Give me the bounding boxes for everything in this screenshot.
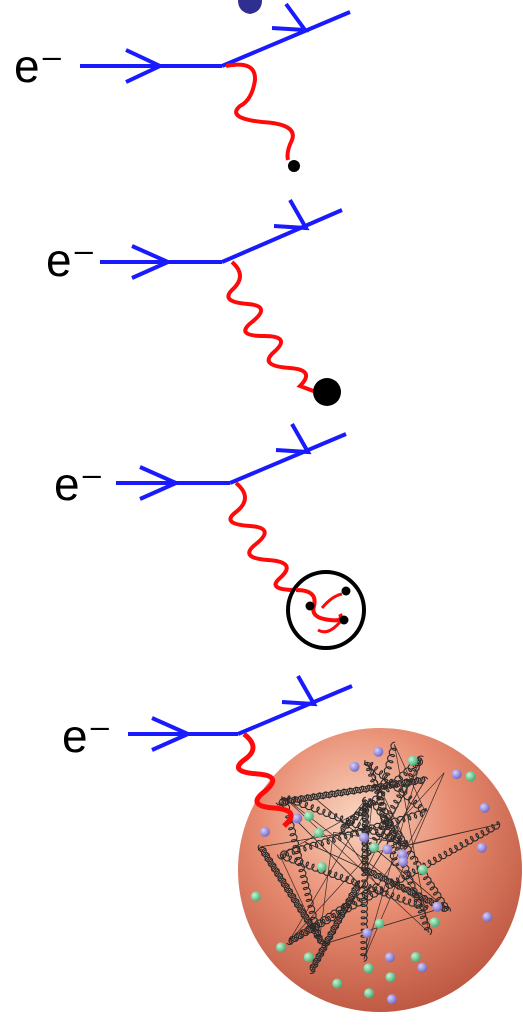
gluon-line xyxy=(340,799,366,831)
quark-purple-icon xyxy=(398,856,409,867)
gluon-spring xyxy=(281,795,408,846)
quark-green-icon xyxy=(465,771,476,782)
photon-wave-icon xyxy=(226,260,317,394)
gluon-line xyxy=(394,744,430,933)
gluon-spring xyxy=(365,756,424,857)
quark-green-icon xyxy=(374,918,385,929)
electron-arrow-icon xyxy=(271,2,310,33)
quark-dot xyxy=(305,601,315,611)
quark-purple-icon xyxy=(482,912,493,922)
quark-purple-icon xyxy=(359,832,369,843)
gluon-spring xyxy=(280,797,323,944)
quark-green-icon xyxy=(313,827,324,838)
panel-proton-sphere: e⁻ xyxy=(62,675,522,1012)
gluon-spring xyxy=(277,853,429,911)
quark-purple-icon xyxy=(292,813,303,824)
quark-green-icon xyxy=(417,864,428,875)
electron-label: e⁻ xyxy=(54,458,104,510)
gluon-line xyxy=(317,800,449,911)
electron-arrow-icon xyxy=(275,423,312,455)
gluon-spring xyxy=(309,880,360,973)
electron-label: e⁻ xyxy=(14,40,64,92)
electron-line xyxy=(80,2,351,84)
panel-quark-ring: e⁻ xyxy=(54,423,366,650)
quark-green-icon xyxy=(407,755,418,766)
quark-purple-icon xyxy=(451,769,462,780)
gluon-spring xyxy=(258,846,327,947)
gluon-spring xyxy=(278,776,429,807)
quark-purple-icon xyxy=(476,842,487,853)
electron-line xyxy=(100,199,343,280)
gluon-line xyxy=(319,832,334,941)
photon-wave-icon xyxy=(225,62,295,161)
electron-arrow-icon xyxy=(125,48,165,84)
quark-cloud xyxy=(250,746,493,1005)
quark-green-icon xyxy=(363,963,374,974)
panel-dot: e⁻ xyxy=(46,199,343,406)
gluon-network xyxy=(257,741,501,975)
title-fragment xyxy=(238,0,262,14)
electron-arrow-icon xyxy=(151,716,193,752)
quark-green-icon xyxy=(410,952,421,962)
electron-arrow-icon xyxy=(139,465,181,501)
quark-green-icon xyxy=(332,978,343,989)
target-dot-icon xyxy=(313,378,341,406)
electron-arrow-icon xyxy=(281,675,318,707)
gluon-spring xyxy=(275,776,426,806)
photon-wave-icon xyxy=(228,481,297,592)
quark-green-icon xyxy=(369,842,380,853)
electron-line xyxy=(116,423,347,501)
gluon-spring xyxy=(338,798,373,834)
quark-purple-icon xyxy=(259,826,270,837)
quark-green-icon xyxy=(385,972,396,983)
gluon-line xyxy=(366,761,408,845)
electron-arrow-icon xyxy=(131,244,173,280)
quark-purple-icon xyxy=(349,761,360,772)
electron-label: e⁻ xyxy=(46,234,96,286)
quark-green-icon xyxy=(303,811,314,822)
quark-purple-icon xyxy=(397,849,408,860)
electron-label: e⁻ xyxy=(62,710,112,762)
gluon-spring xyxy=(364,760,427,813)
quark-purple-icon xyxy=(373,746,384,757)
gluon-line xyxy=(340,830,378,887)
quark-purple-icon xyxy=(382,844,393,855)
target-point-icon xyxy=(288,160,300,172)
electron-line xyxy=(128,675,353,752)
gluon-spring xyxy=(340,755,424,833)
quark-ring-icon xyxy=(286,570,366,650)
quark-purple-icon xyxy=(384,952,395,963)
photon-wave-icon xyxy=(235,732,294,828)
proton-sphere-icon xyxy=(238,728,522,1012)
quark-green-icon xyxy=(316,861,327,872)
gluon-line xyxy=(394,744,426,813)
quark-purple-icon xyxy=(362,928,373,939)
quark-dot xyxy=(341,586,351,596)
quark-purple-icon xyxy=(479,802,490,813)
gluon-line xyxy=(304,841,364,870)
quark-green-icon xyxy=(250,891,261,902)
quark-purple-icon xyxy=(417,962,428,973)
quark-green-icon xyxy=(364,988,374,999)
quark-purple-icon xyxy=(432,901,443,912)
quark-green-icon xyxy=(303,952,314,963)
gluon-spring xyxy=(362,867,452,912)
gluon-spring xyxy=(279,808,429,859)
electron-arrow-icon xyxy=(273,199,310,231)
quark-green-icon xyxy=(276,942,286,953)
quark-green-icon xyxy=(429,917,440,928)
quark-dot xyxy=(339,615,349,625)
quark-purple-icon xyxy=(386,994,397,1005)
panel-point: e⁻ xyxy=(14,2,351,172)
